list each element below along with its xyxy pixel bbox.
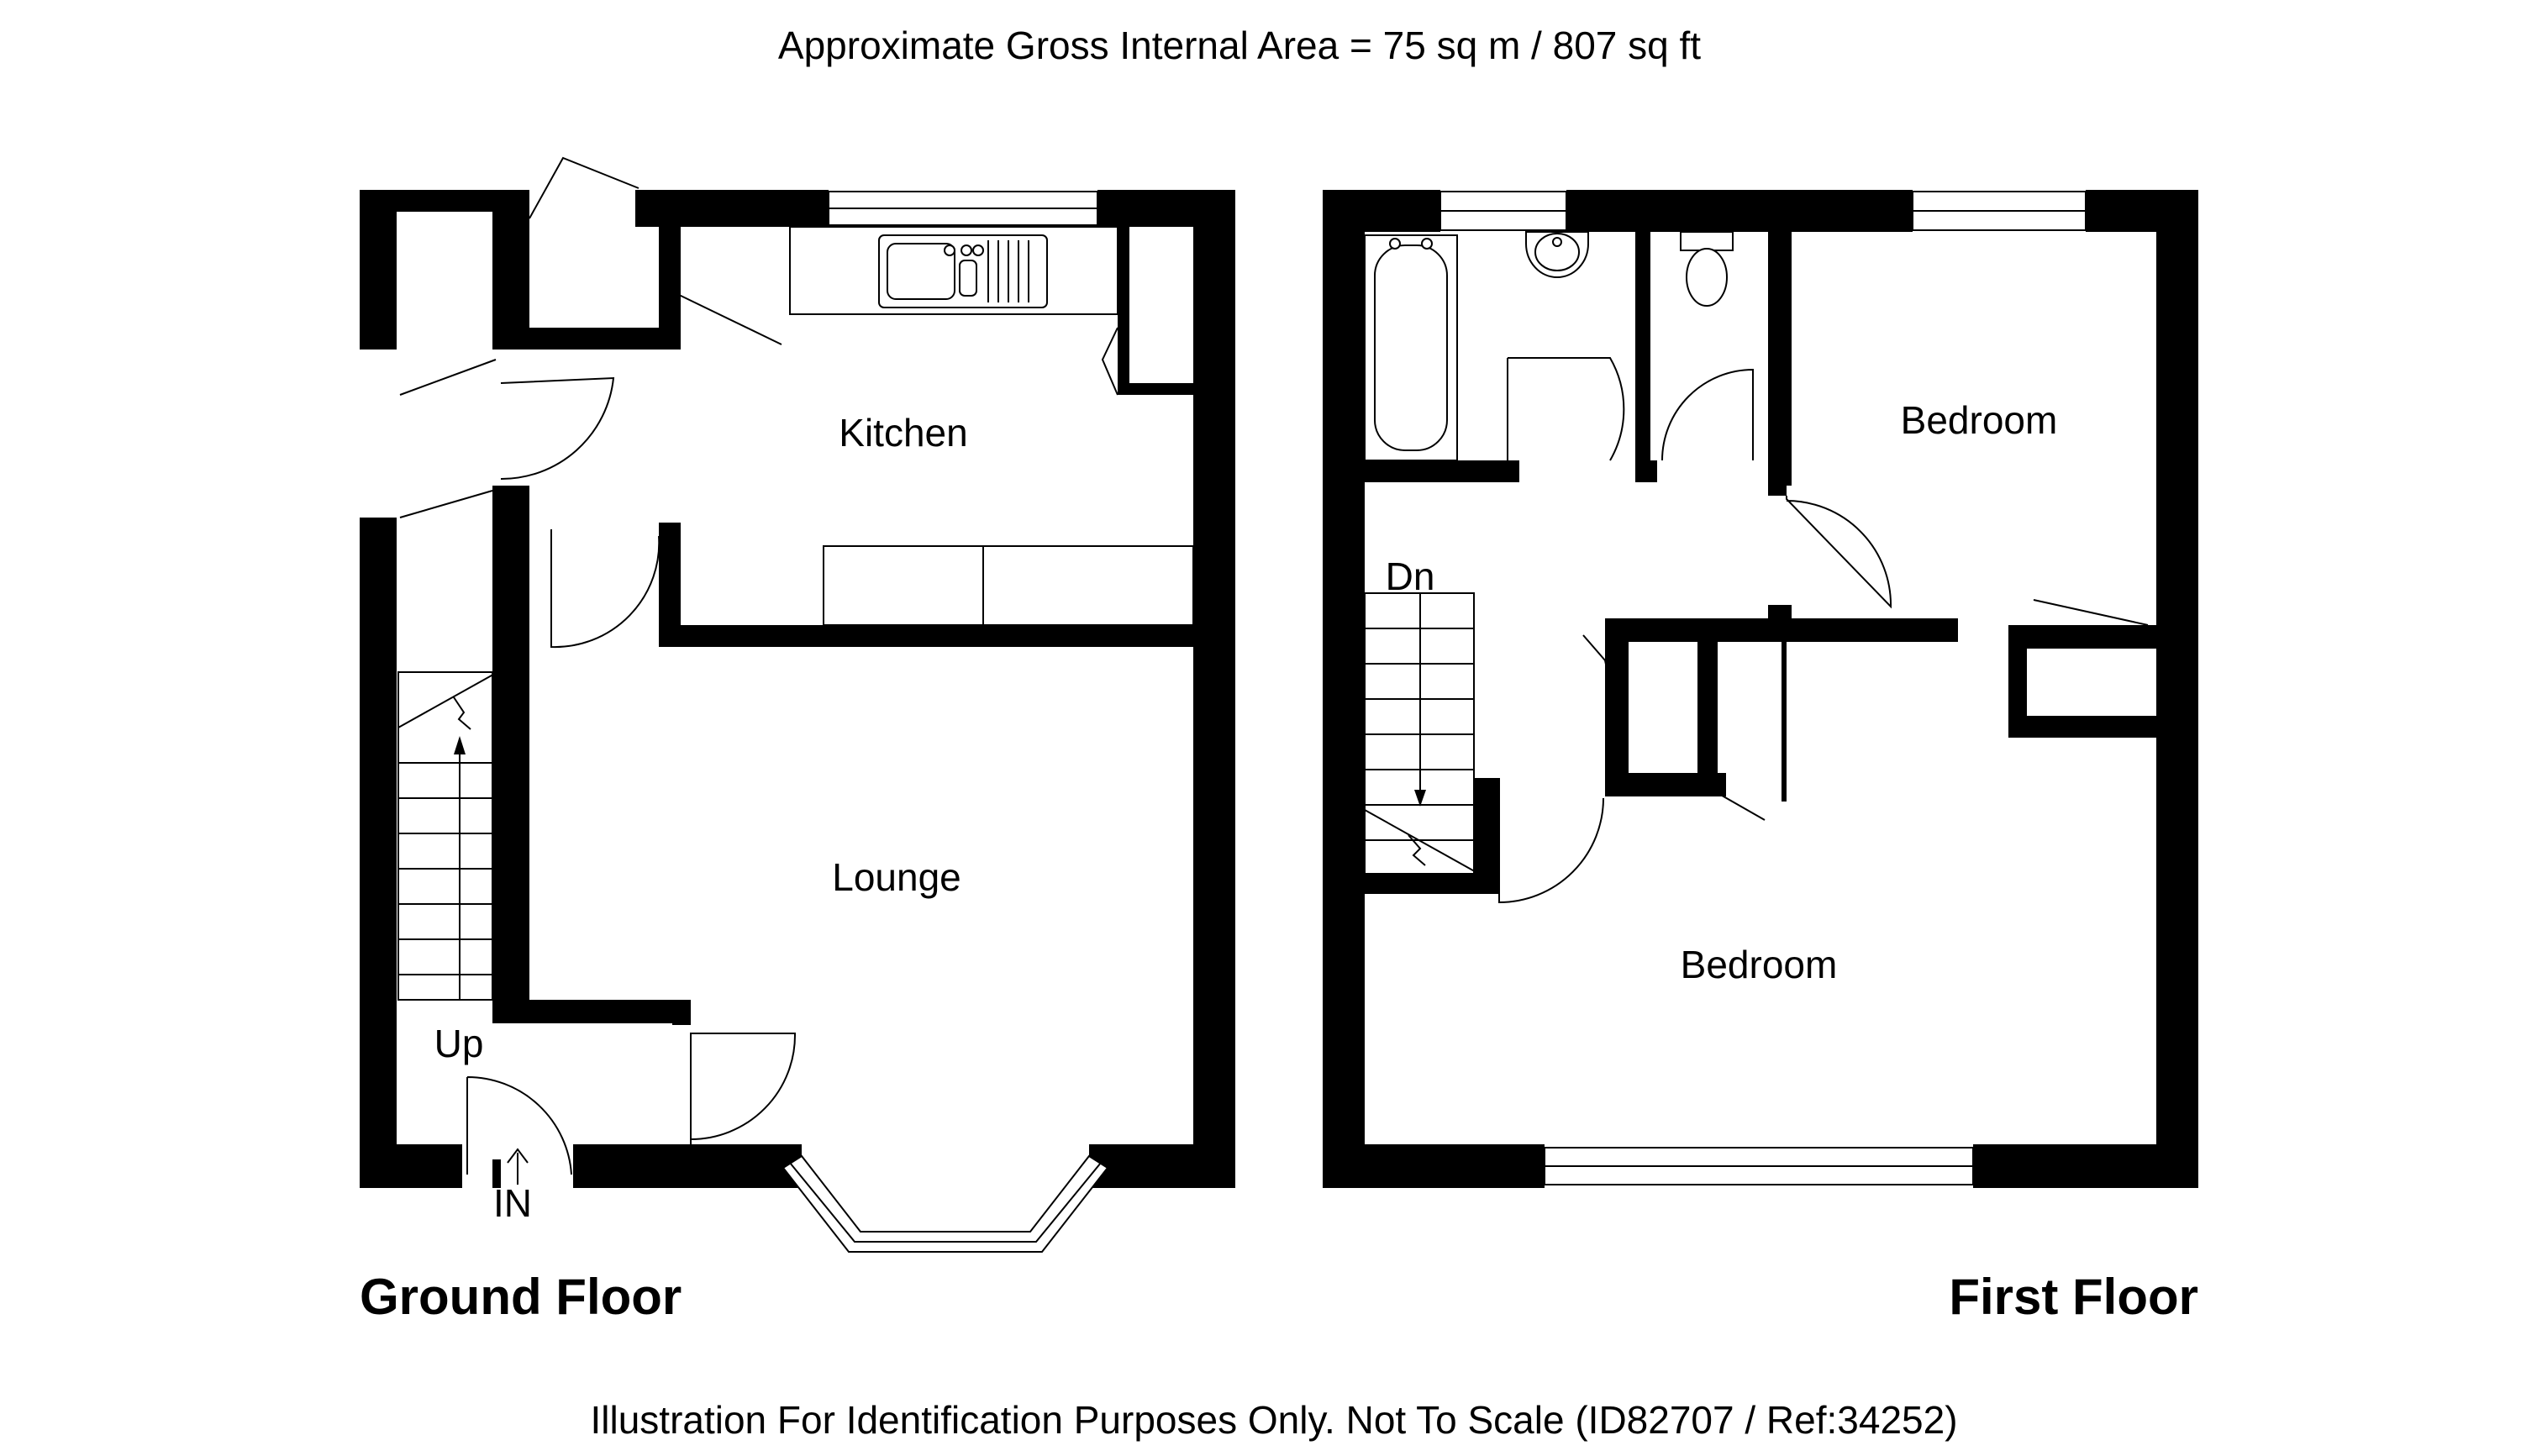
ground-floor-title: Ground Floor — [360, 1269, 682, 1325]
stairs-up-label: Up — [434, 1022, 484, 1065]
room-label-bedroom-rear: Bedroom — [1901, 398, 2058, 442]
gross-area-heading: Approximate Gross Internal Area = 75 sq … — [778, 24, 1701, 67]
ground-floor-plan: Kitchen Lounge Up IN — [360, 156, 1235, 1253]
room-label-bedroom-front: Bedroom — [1681, 943, 1838, 986]
disclaimer-footer: Illustration For Identification Purposes… — [590, 1398, 1957, 1442]
first-floor-title: First Floor — [1949, 1269, 2198, 1325]
stairs-down-label: Dn — [1386, 555, 1435, 598]
room-label-lounge: Lounge — [832, 855, 961, 899]
entrance-label: IN — [493, 1181, 532, 1225]
first-floor-plan: Bedroom Bedroom Dn — [1323, 190, 2198, 1188]
room-label-kitchen: Kitchen — [839, 411, 967, 455]
